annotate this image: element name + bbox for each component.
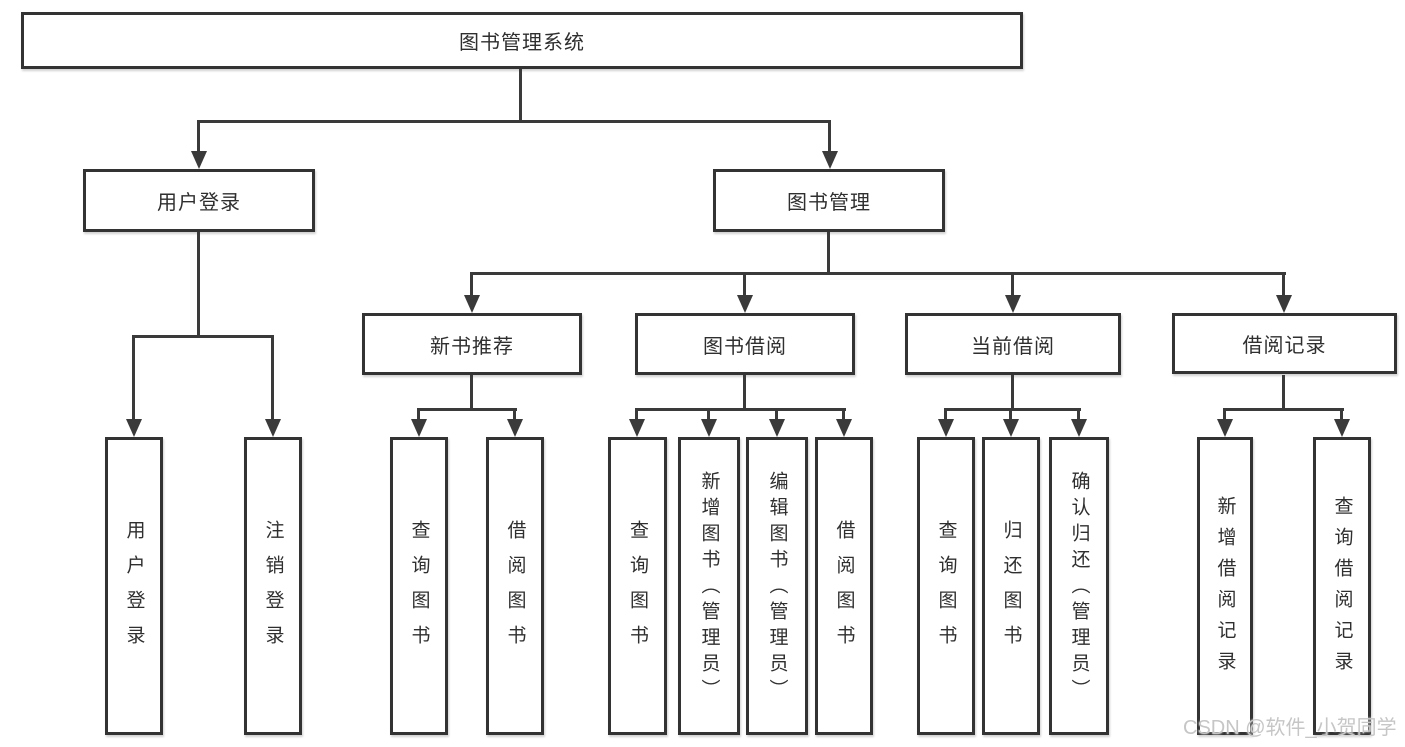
arrow-down-icon <box>1334 419 1350 437</box>
node-label: 查询图书 <box>935 520 957 660</box>
leaf-return-books: 归还图书 <box>982 437 1040 735</box>
node-label: 新书推荐 <box>430 335 514 358</box>
node-label: 编辑图书（管理员） <box>766 470 788 705</box>
connector-line <box>1009 408 1012 422</box>
connector-line <box>1223 408 1226 422</box>
arrow-down-icon <box>822 151 838 169</box>
node-label: 借阅记录 <box>1242 335 1327 357</box>
node-label: 用户登录 <box>157 192 241 214</box>
node-borrowing-records: 借阅记录 <box>1172 313 1397 374</box>
node-label: 查询图书 <box>408 520 430 660</box>
arrow-down-icon <box>701 419 717 437</box>
node-label: 查询图书 <box>627 520 648 660</box>
connector-line <box>1011 272 1014 298</box>
connector-line <box>470 375 473 411</box>
connector-line <box>707 408 710 422</box>
node-library-management-system: 图书管理系统 <box>21 12 1023 69</box>
node-book-management: 图书管理 <box>713 169 945 232</box>
connector-line <box>417 408 420 422</box>
connector-line <box>197 120 200 153</box>
connector-line <box>1223 408 1344 411</box>
arrow-down-icon <box>737 295 753 313</box>
connector-line <box>519 69 522 122</box>
connector-line <box>197 120 831 123</box>
connector-line <box>1077 408 1080 422</box>
connector-line <box>470 272 473 298</box>
arrow-down-icon <box>126 419 142 437</box>
arrow-down-icon <box>1003 419 1019 437</box>
watermark: CSDN @软件_小贺同学 <box>1183 717 1397 739</box>
arrow-down-icon <box>836 419 852 437</box>
arrow-down-icon <box>1005 295 1021 313</box>
connector-line <box>842 408 845 422</box>
node-label: 归还图书 <box>1000 520 1022 660</box>
connector-line <box>827 232 830 275</box>
node-label: 当前借阅 <box>971 335 1055 358</box>
node-label: 图书借阅 <box>703 335 787 358</box>
connector-line <box>1011 375 1014 411</box>
connector-line <box>1282 272 1285 298</box>
connector-line <box>944 408 947 422</box>
connector-line <box>743 272 746 298</box>
connector-line <box>132 335 274 338</box>
node-label: 图书管理 <box>787 192 871 214</box>
node-label: 新增图书（管理员） <box>698 470 720 705</box>
connector-line <box>828 120 831 153</box>
node-label: 确认归还（管理员） <box>1068 470 1090 705</box>
leaf-borrow-books-recommend: 借阅图书 <box>486 437 544 735</box>
arrow-down-icon <box>769 419 785 437</box>
connector-line <box>271 335 274 421</box>
leaf-add-book-admin: 新增图书（管理员） <box>678 437 740 735</box>
node-label: 借阅图书 <box>504 520 526 660</box>
leaf-edit-book-admin: 编辑图书（管理员） <box>746 437 808 735</box>
node-book-borrowing: 图书借阅 <box>635 313 855 375</box>
connector-line <box>132 335 135 421</box>
connector-line <box>635 408 846 411</box>
connector-line <box>197 232 200 335</box>
arrow-down-icon <box>265 419 281 437</box>
arrow-down-icon <box>1071 419 1087 437</box>
leaf-logout: 注销登录 <box>244 437 302 735</box>
leaf-add-borrow-record: 新增借阅记录 <box>1197 437 1253 735</box>
node-label: 图书管理系统 <box>459 32 585 54</box>
connector-line <box>635 408 638 422</box>
connector-line <box>944 408 1081 411</box>
connector-line <box>1282 375 1285 411</box>
connector-line <box>470 272 1286 275</box>
node-current-borrowing: 当前借阅 <box>905 313 1121 375</box>
leaf-query-books-recommend: 查询图书 <box>390 437 448 735</box>
leaf-query-books-borrowing: 查询图书 <box>608 437 667 735</box>
node-label: 用户登录 <box>123 520 145 660</box>
arrow-down-icon <box>191 151 207 169</box>
arrow-down-icon <box>629 419 645 437</box>
arrow-down-icon <box>1276 295 1292 313</box>
node-label: 注销登录 <box>262 520 284 660</box>
leaf-query-borrow-record: 查询借阅记录 <box>1313 437 1371 735</box>
leaf-confirm-return-admin: 确认归还（管理员） <box>1049 437 1109 735</box>
connector-line <box>1340 408 1343 422</box>
connector-line <box>775 408 778 422</box>
arrow-down-icon <box>411 419 427 437</box>
node-label: 借阅图书 <box>833 520 855 660</box>
connector-line <box>417 408 517 411</box>
node-user-login: 用户登录 <box>83 169 315 232</box>
arrow-down-icon <box>1217 419 1233 437</box>
arrow-down-icon <box>507 419 523 437</box>
arrow-down-icon <box>938 419 954 437</box>
connector-line <box>513 408 516 422</box>
node-label: 查询借阅记录 <box>1331 496 1353 682</box>
connector-line <box>743 375 746 411</box>
leaf-borrow-books-borrowing: 借阅图书 <box>815 437 873 735</box>
leaf-query-books-current: 查询图书 <box>917 437 975 735</box>
leaf-user-login: 用户登录 <box>105 437 163 735</box>
node-new-book-recommendation: 新书推荐 <box>362 313 582 375</box>
arrow-down-icon <box>464 295 480 313</box>
node-label: 新增借阅记录 <box>1214 496 1236 682</box>
